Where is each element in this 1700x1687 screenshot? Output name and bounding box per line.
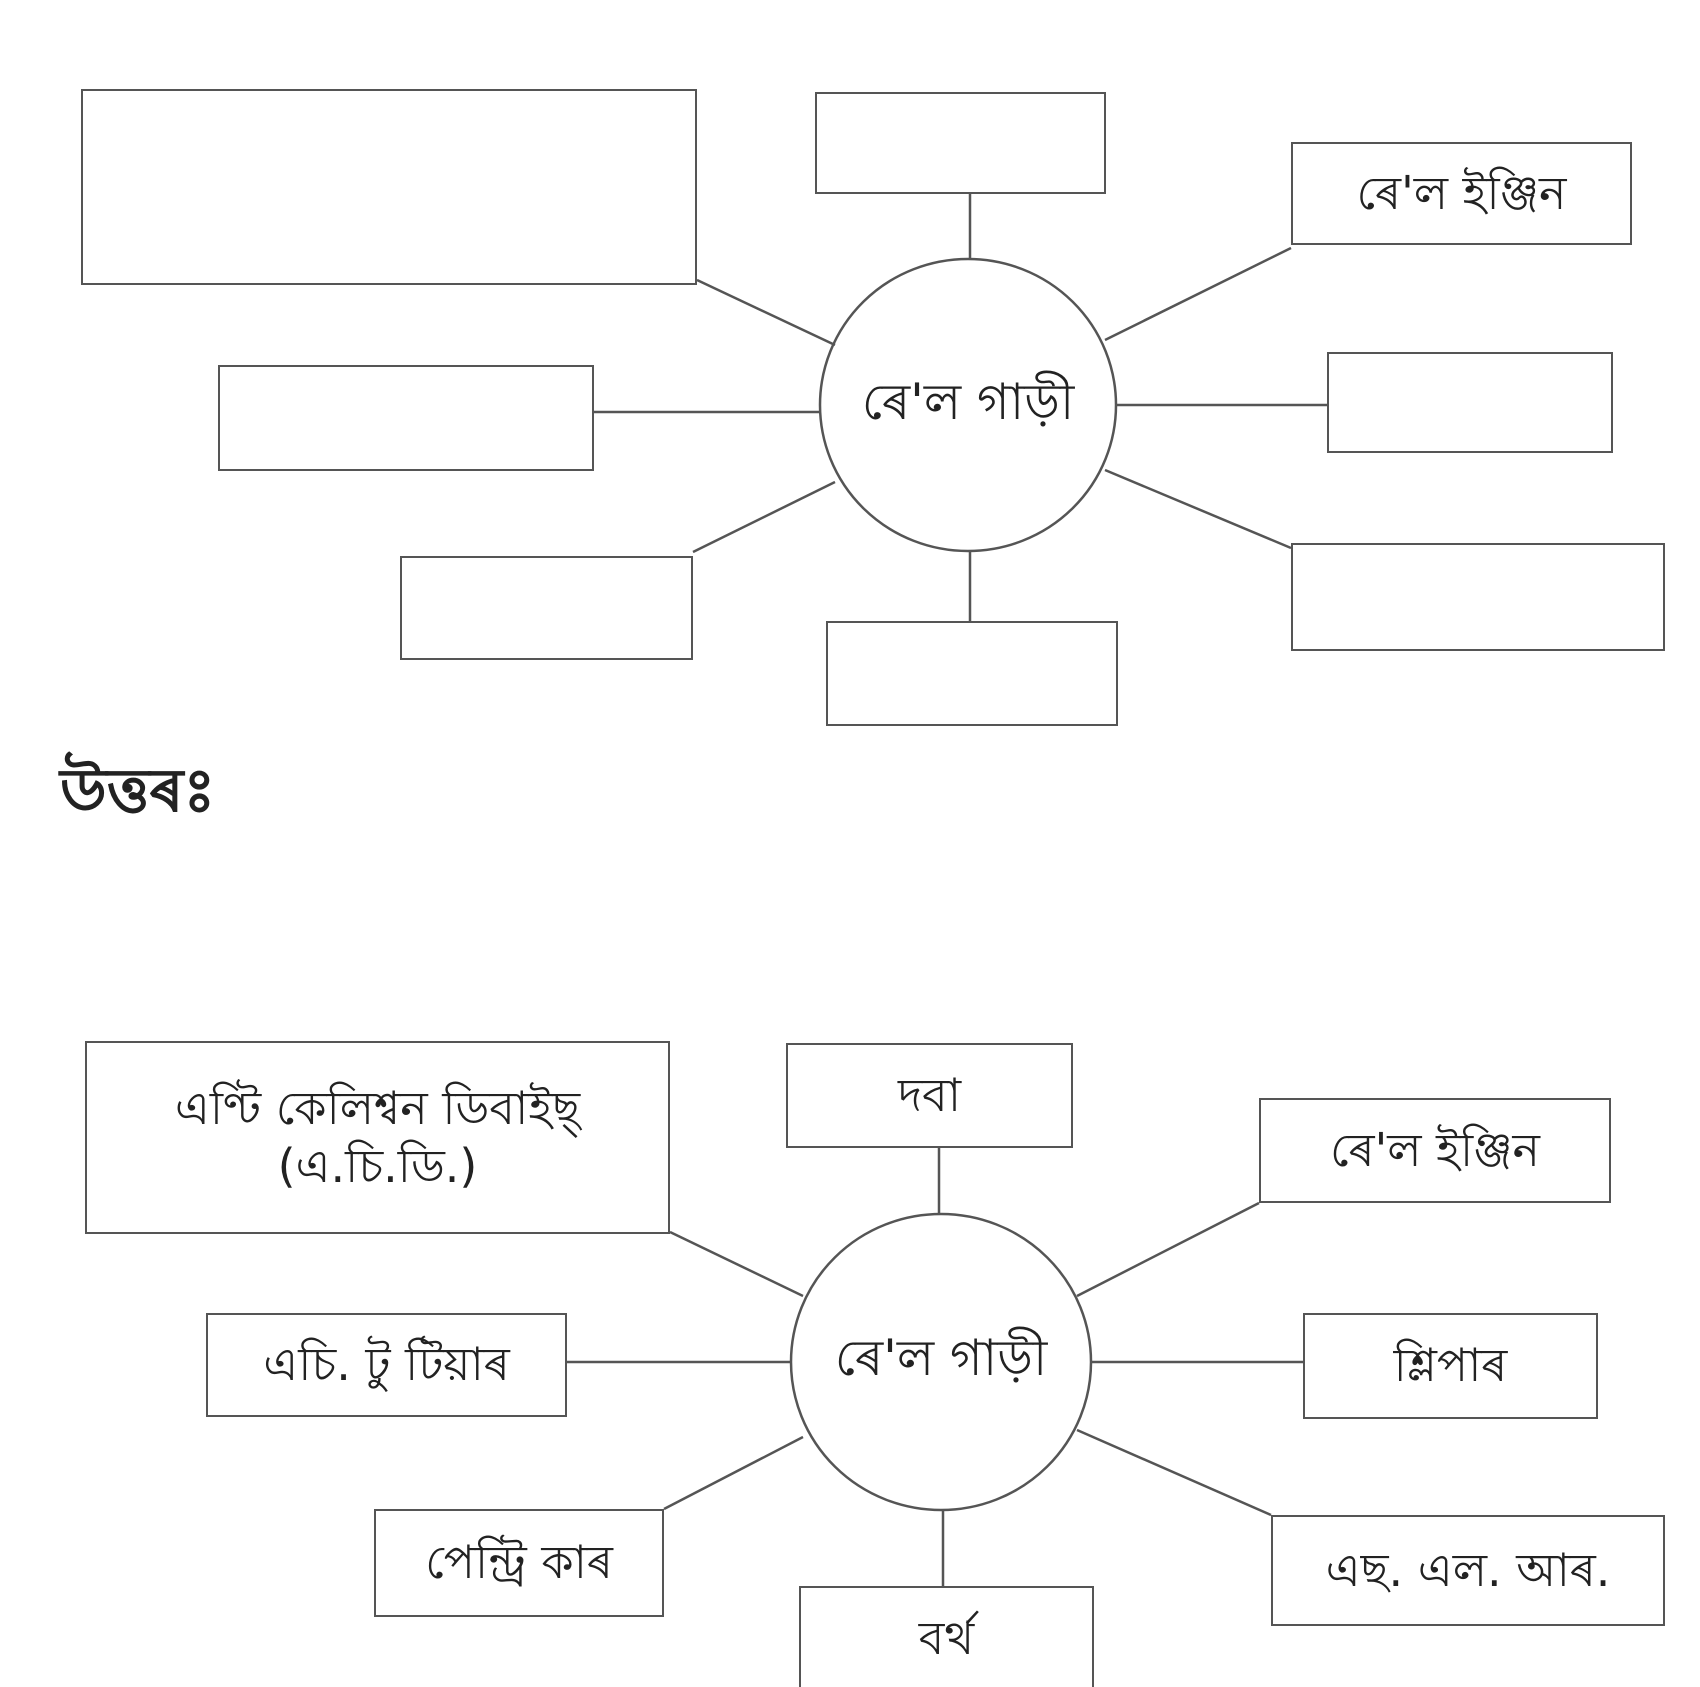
answer-box-bottom-left: পেন্ট্ৰি কাৰ xyxy=(374,1509,664,1617)
question-box-right xyxy=(1327,352,1613,453)
question-box-top xyxy=(815,92,1106,194)
answer-box-top-left: এণ্টি কেলিশ্বন ডিবাইছ্ (এ.চি.ডি.) xyxy=(85,1041,670,1234)
answer-box-bottom-right: এছ. এল. আৰ. xyxy=(1271,1515,1665,1626)
question-box-bottom-left xyxy=(400,556,693,660)
answer-center-label: ৰে'ল গাড়ী xyxy=(834,1328,1048,1387)
answer-box-right: শ্লিপাৰ xyxy=(1303,1313,1598,1419)
question-center-label: ৰে'ল গাড়ী xyxy=(861,372,1075,431)
answer-heading: উত্তৰঃ xyxy=(60,756,216,826)
question-box-top-right: ৰে'ল ইঞ্জিন xyxy=(1291,142,1632,245)
question-box-left xyxy=(218,365,594,471)
answer-box-top: দবা xyxy=(786,1043,1073,1148)
answer-box-top-right: ৰে'ল ইঞ্জিন xyxy=(1259,1098,1611,1203)
answer-box-bottom: বৰ্থ xyxy=(799,1586,1094,1687)
question-box-top-left xyxy=(81,89,697,285)
question-box-bottom-right xyxy=(1291,543,1665,651)
question-box-bottom xyxy=(826,621,1118,726)
answer-box-left: এচি. টু টিয়াৰ xyxy=(206,1313,567,1417)
